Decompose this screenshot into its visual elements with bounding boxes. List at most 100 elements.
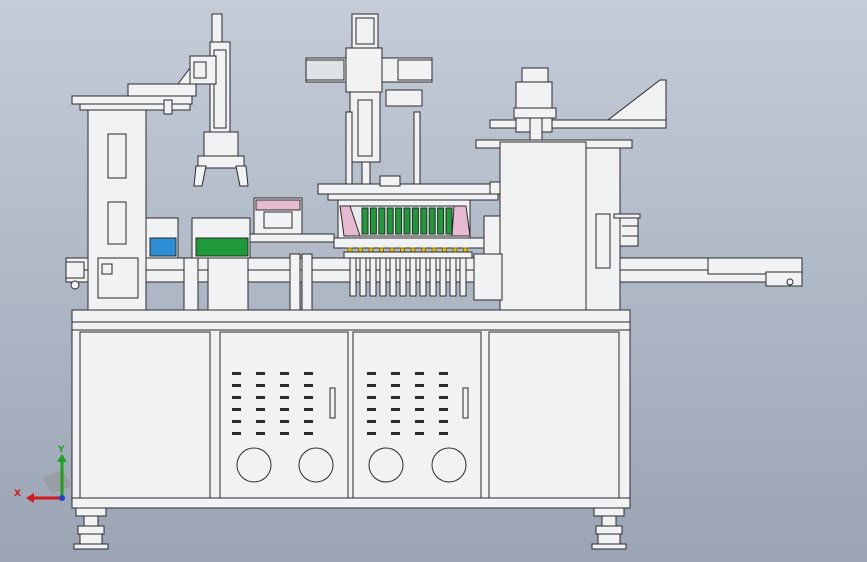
yellow-marker xyxy=(358,247,363,253)
comb-fingers xyxy=(349,257,467,297)
cabinet-top-plate xyxy=(71,309,631,323)
vent-slot xyxy=(391,384,400,387)
green-motor xyxy=(195,237,249,257)
lower-comb-fixture xyxy=(333,237,485,297)
gripper-finger-left xyxy=(193,165,207,187)
vent-slot xyxy=(439,420,448,423)
vent-slot xyxy=(391,408,400,411)
vent-slot xyxy=(391,396,400,399)
vent-slot xyxy=(391,420,400,423)
battery-cell xyxy=(428,207,436,235)
vent-slot xyxy=(256,420,265,423)
comb-finger xyxy=(379,257,387,297)
yellow-marker-row xyxy=(347,247,468,253)
yellow-marker xyxy=(463,247,468,253)
cabinet-base-rail xyxy=(71,497,631,509)
y-arrow-head xyxy=(57,454,67,462)
comb-finger xyxy=(449,257,457,297)
comb-finger xyxy=(389,257,397,297)
vent-slot xyxy=(280,432,289,435)
vent-slot xyxy=(415,396,424,399)
vent-slot xyxy=(367,408,376,411)
vent-slot xyxy=(280,420,289,423)
x-axis-label: X xyxy=(14,489,21,499)
yellow-marker xyxy=(400,247,405,253)
door-handle-right[interactable] xyxy=(462,387,469,419)
comb-finger xyxy=(409,257,417,297)
left-work-station xyxy=(145,197,335,311)
vent-slot xyxy=(304,420,313,423)
vent-slot xyxy=(232,396,241,399)
leveling-foot-left xyxy=(73,507,109,550)
fan-grille-1 xyxy=(236,447,272,483)
vent-slot xyxy=(232,408,241,411)
vent-slot xyxy=(415,408,424,411)
vent-slot xyxy=(256,372,265,375)
right-feeder xyxy=(489,67,667,141)
yellow-marker xyxy=(442,247,447,253)
battery-cell xyxy=(445,207,453,235)
left-loading-platform xyxy=(71,59,205,115)
vent-slot xyxy=(439,408,448,411)
gripper-finger-right xyxy=(235,165,249,187)
vent-slot xyxy=(439,396,448,399)
fan-grille-3 xyxy=(368,447,404,483)
comb-finger xyxy=(369,257,377,297)
cabinet-top-rail xyxy=(71,321,631,331)
z-axis-dot xyxy=(59,495,65,501)
cabinet-panel-left xyxy=(79,331,211,499)
vent-slot xyxy=(415,420,424,423)
vent-slot xyxy=(367,396,376,399)
leveling-foot-right xyxy=(591,507,627,550)
battery-cell xyxy=(378,207,386,235)
battery-cell xyxy=(369,207,377,235)
vent-slot xyxy=(415,432,424,435)
battery-cell xyxy=(361,207,369,235)
yellow-marker xyxy=(389,247,395,253)
yellow-marker xyxy=(347,247,353,253)
battery-cell xyxy=(437,207,445,235)
vent-slot xyxy=(304,432,313,435)
battery-cell xyxy=(386,207,394,235)
pink-clamp-block xyxy=(255,199,301,211)
right-cabinet-tower xyxy=(473,139,633,311)
vent-slot xyxy=(439,384,448,387)
vent-slot xyxy=(304,396,313,399)
comb-finger xyxy=(349,257,357,297)
vent-slot xyxy=(280,408,289,411)
vent-slot xyxy=(280,384,289,387)
vent-slot xyxy=(256,432,265,435)
vent-slot xyxy=(304,408,313,411)
comb-finger xyxy=(459,257,467,297)
comb-finger xyxy=(399,257,407,297)
x-arrow-head xyxy=(26,493,34,503)
comb-finger xyxy=(419,257,427,297)
vent-slot xyxy=(256,408,265,411)
vent-slot xyxy=(367,372,376,375)
left-support-column xyxy=(87,109,147,311)
blue-sensor xyxy=(149,237,177,257)
door-handle-left[interactable] xyxy=(329,387,336,419)
ventilation-slots xyxy=(232,372,448,435)
comb-finger xyxy=(359,257,367,297)
vent-slot xyxy=(232,420,241,423)
yellow-marker xyxy=(421,247,426,253)
coordinate-triad: X Y xyxy=(14,445,72,503)
vent-slot xyxy=(304,384,313,387)
fan-grille-2 xyxy=(298,447,334,483)
yellow-marker xyxy=(410,247,416,253)
vent-slot xyxy=(232,384,241,387)
machine-cabinet xyxy=(71,309,631,509)
vent-slot xyxy=(391,432,400,435)
vent-slot xyxy=(439,432,448,435)
vent-slot xyxy=(415,372,424,375)
vent-slot xyxy=(304,372,313,375)
vent-slot xyxy=(367,420,376,423)
battery-cell xyxy=(395,207,403,235)
vent-slot xyxy=(232,432,241,435)
battery-cell xyxy=(403,207,411,235)
vent-slot xyxy=(367,384,376,387)
yellow-marker xyxy=(431,247,437,253)
